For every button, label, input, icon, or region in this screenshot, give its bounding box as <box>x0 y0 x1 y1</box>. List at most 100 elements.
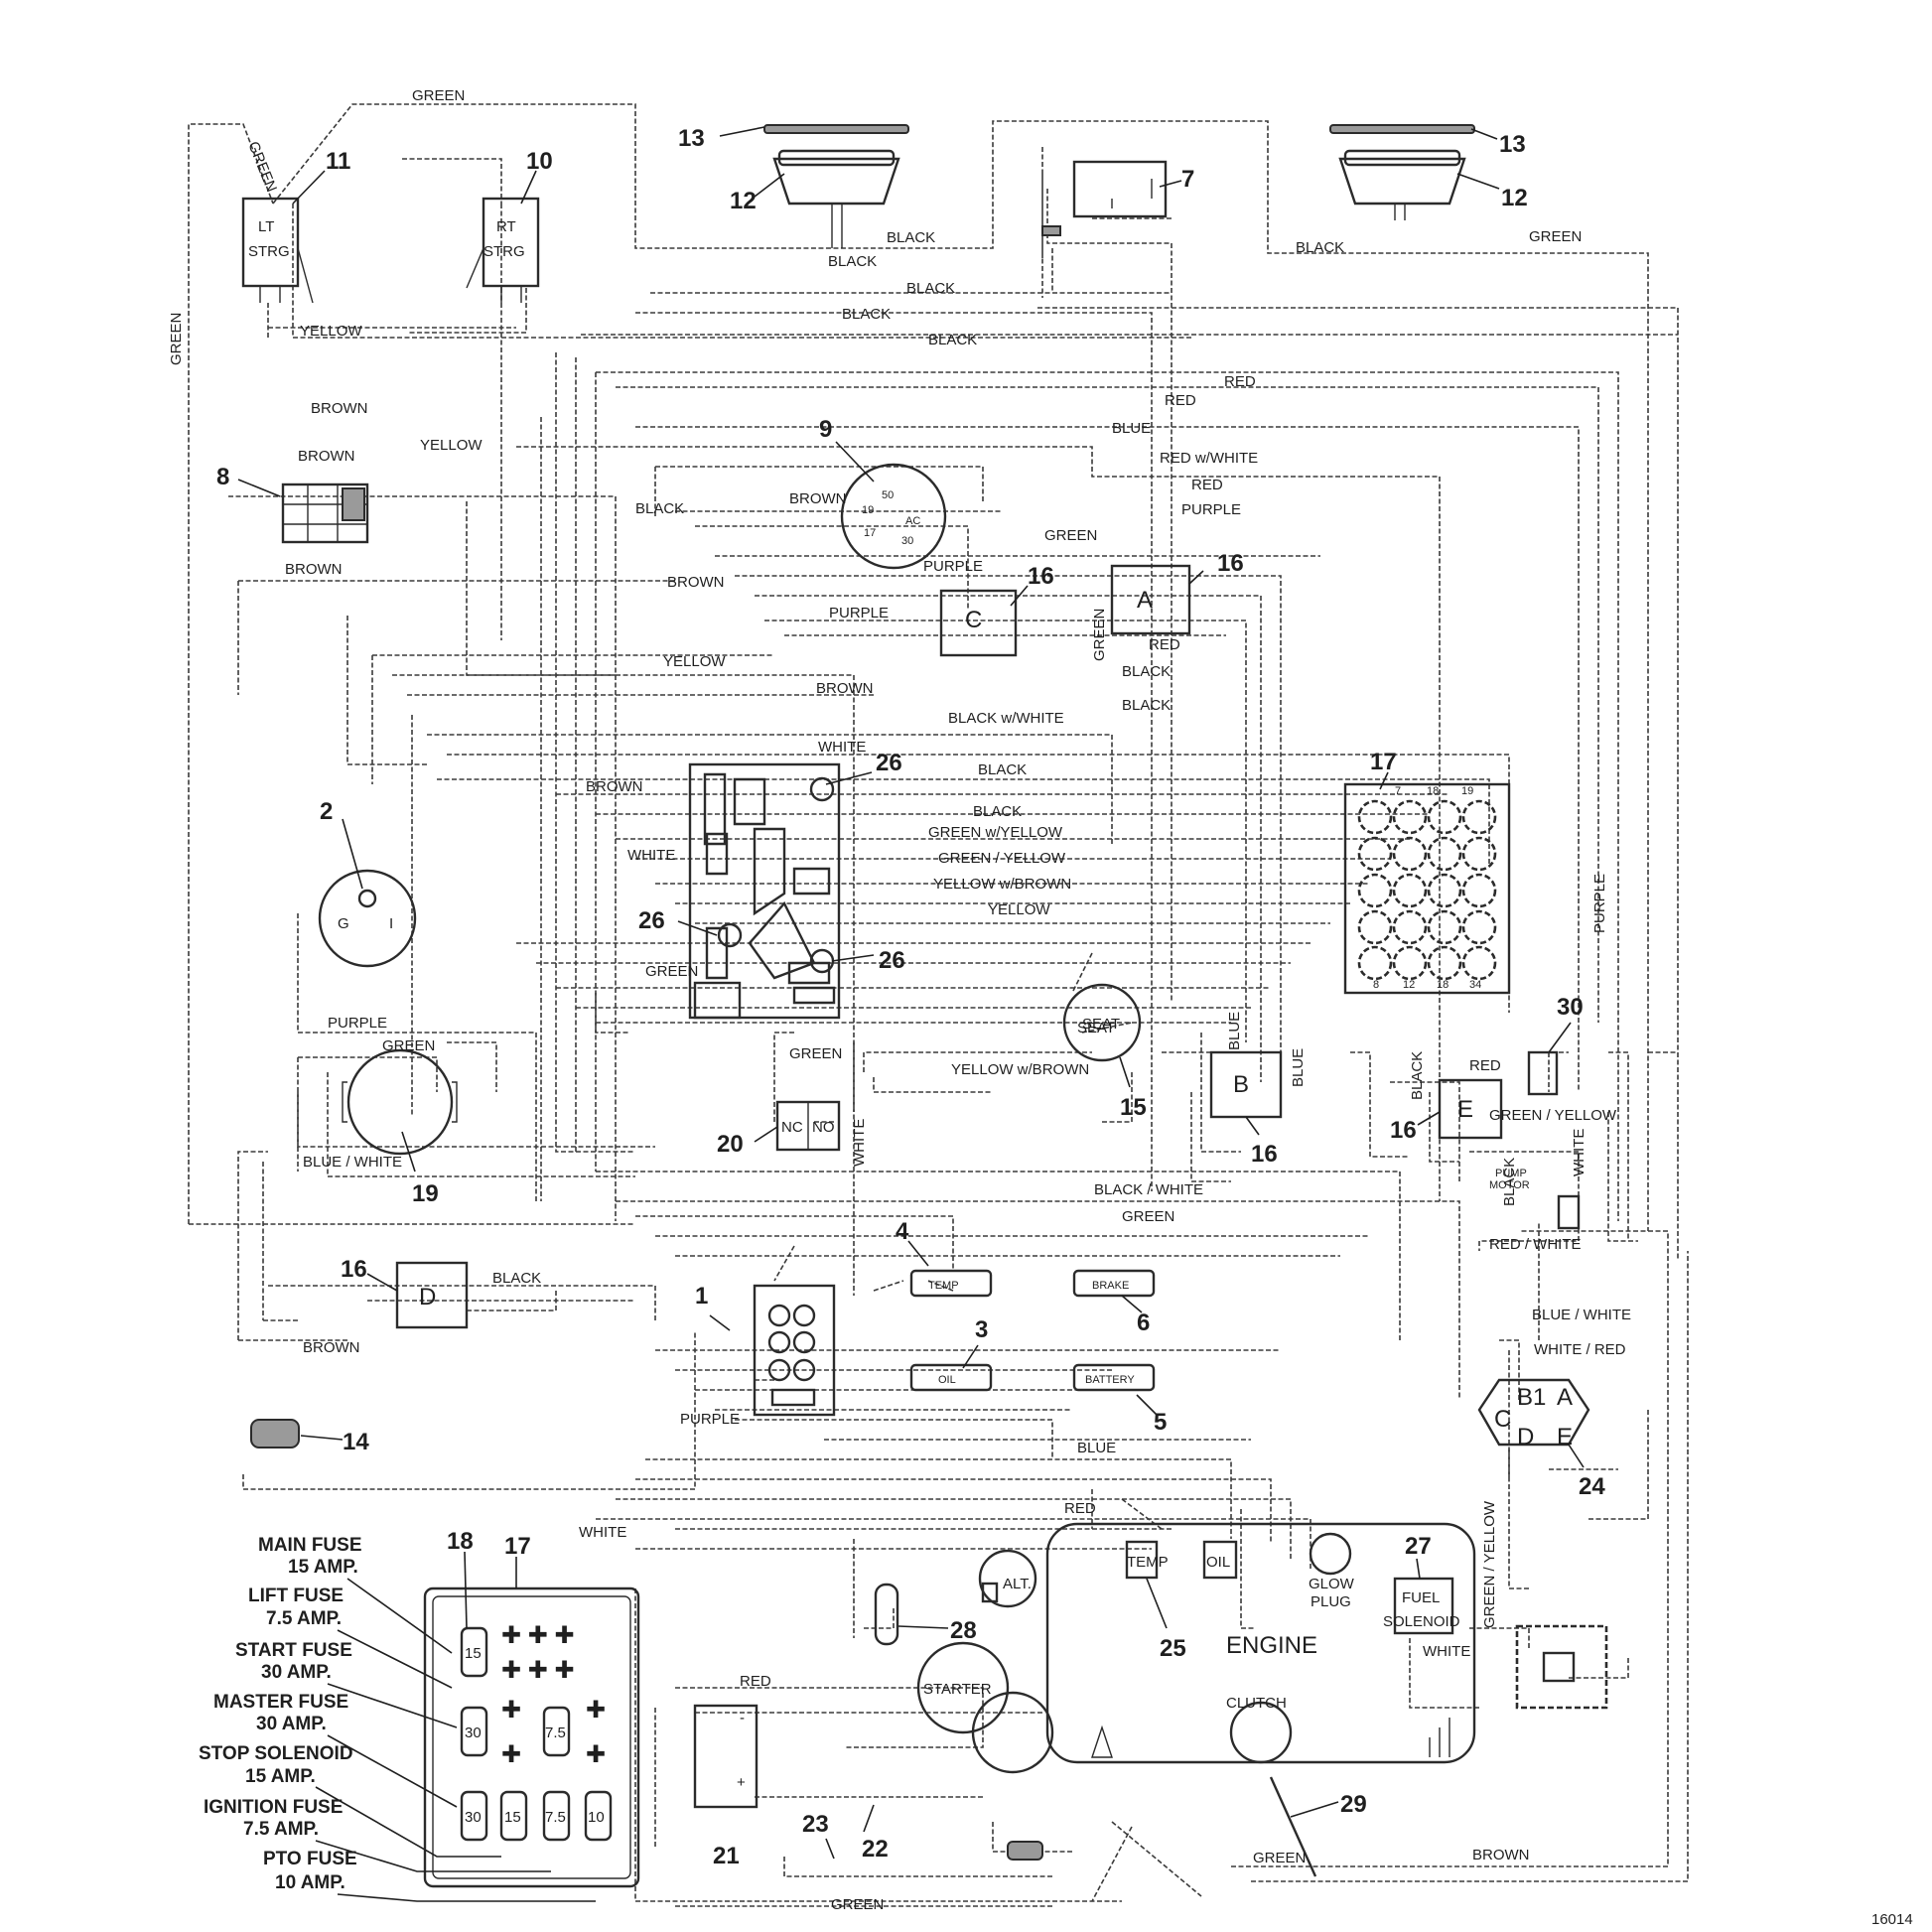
callout-number: 7 <box>1181 166 1194 193</box>
wire-label: WHITE <box>1423 1643 1470 1660</box>
svg-text:50: 50 <box>882 489 894 501</box>
wire-label: BLACK <box>1296 239 1344 256</box>
wire-label: BROWN <box>285 561 343 578</box>
connector-1 <box>753 1284 836 1417</box>
wire-label: GREEN <box>412 87 465 104</box>
wire-harness <box>188 103 1689 1907</box>
wire-label: GREEN / YELLOW <box>938 850 1066 867</box>
component-19 <box>342 1048 458 1156</box>
glow-plug-relay <box>1515 1624 1608 1710</box>
svg-text:TEMP: TEMP <box>928 1280 959 1292</box>
horn <box>250 1419 300 1449</box>
svg-text:G: G <box>338 915 349 932</box>
wire-label: GREEN w/YELLOW <box>928 824 1063 841</box>
wire-label: BLUE <box>1226 1012 1243 1050</box>
svg-text:LT: LT <box>258 218 274 235</box>
wire-label: BLUE <box>1290 1048 1307 1087</box>
wire-label: BROWN <box>816 680 874 697</box>
wire-label: BLACK / WHITE <box>1094 1181 1203 1198</box>
callout-number: 16 <box>1251 1141 1278 1168</box>
wire-label: BROWN <box>1472 1847 1530 1863</box>
svg-text:A: A <box>1557 1384 1573 1411</box>
fuse-name: STOP SOLENOID <box>199 1743 353 1764</box>
svg-text:E: E <box>1457 1096 1473 1123</box>
block-value: 8 <box>1373 979 1379 991</box>
callout-number: 10 <box>526 148 553 175</box>
relay-c: C <box>939 589 1018 657</box>
svg-text:D: D <box>1517 1424 1534 1450</box>
wire-label: BLACK <box>492 1270 541 1287</box>
wire-label: YELLOW <box>300 323 362 340</box>
relay-e: E <box>1438 1078 1503 1140</box>
block-value: 18 <box>1427 785 1439 797</box>
pump-motor <box>1557 1194 1581 1230</box>
wire-label: GREEN <box>1253 1850 1306 1866</box>
wire-label: BLACK <box>1501 1158 1518 1206</box>
wire-label: YELLOW <box>420 437 483 454</box>
wire-label: BROWN <box>789 490 847 507</box>
callout-number: 22 <box>862 1836 889 1863</box>
temp-lamp: TEMP <box>909 1269 993 1298</box>
svg-text:✚: ✚ <box>501 1697 521 1724</box>
callout-number: 8 <box>216 464 229 490</box>
wire-label-group: GREEN GREEN GREEN YELLOW BLACK BLACK BLA… <box>168 87 1631 1913</box>
fuse-rating: 15 AMP. <box>288 1557 358 1578</box>
wire-label: BLACK <box>828 253 877 270</box>
wire-label: RED / WHITE <box>1489 1236 1582 1253</box>
callout-number: 17 <box>1370 749 1397 775</box>
relay-d: D <box>395 1261 469 1329</box>
wire-label: GREEN <box>1122 1208 1174 1225</box>
callout-number: 14 <box>343 1429 369 1455</box>
svg-text:STRG: STRG <box>483 243 525 260</box>
wire-label: PURPLE <box>829 605 889 621</box>
callout-number: 17 <box>504 1533 531 1560</box>
wire-label: BLACK <box>1122 697 1171 714</box>
fuel-solenoid-label: FUEL <box>1402 1589 1440 1606</box>
svg-text:BATTERY: BATTERY <box>1085 1374 1135 1386</box>
wire-label: RED <box>1469 1057 1501 1074</box>
block-value: 19 <box>1461 785 1473 797</box>
hour-meter <box>1072 160 1168 218</box>
battery-lamp: BATTERY <box>1072 1363 1156 1392</box>
callout-number: 16 <box>1028 563 1054 590</box>
wire-label: BLUE / WHITE <box>1532 1307 1631 1323</box>
svg-text:C: C <box>1494 1406 1511 1433</box>
wire-label: GREEN <box>645 963 698 980</box>
wire-label: YELLOW <box>663 653 726 670</box>
engine-label: ENGINE <box>1226 1632 1317 1659</box>
battery: - + <box>693 1704 759 1809</box>
callout-number: 24 <box>1579 1473 1605 1500</box>
wire-label: YELLOW w/BROWN <box>933 876 1071 893</box>
lt-steering-switch: LT STRG <box>241 197 314 304</box>
wire-label: WHITE <box>1571 1129 1587 1176</box>
connector-8 <box>281 483 369 544</box>
headlight-right <box>1338 149 1466 220</box>
svg-text:B1: B1 <box>1517 1384 1546 1411</box>
svg-text:NO: NO <box>812 1119 835 1136</box>
svg-text:STRG: STRG <box>248 243 290 260</box>
wire-label: GREEN <box>1091 609 1108 661</box>
fuse-value: 10 <box>588 1809 605 1826</box>
headlight-lens-left <box>763 124 909 134</box>
callout-number: 13 <box>678 125 705 152</box>
callout-number: 3 <box>975 1316 988 1343</box>
fuse-name: IGNITION FUSE <box>204 1797 343 1818</box>
wire-label: GREEN / YELLOW <box>1489 1107 1617 1124</box>
starter <box>916 1641 1054 1774</box>
wire-label: GREEN <box>244 139 280 195</box>
clutch-label: CLUTCH <box>1226 1695 1287 1712</box>
fuse-block: ✚ ✚ ✚ ✚ ✚ ✚ ✚ ✚ ✚ ✚ <box>423 1587 640 1888</box>
fuse-value: 30 <box>465 1809 482 1826</box>
glow-plug-label-2: PLUG <box>1311 1593 1351 1610</box>
fuse-rating: 15 AMP. <box>245 1766 316 1787</box>
wire-label: BLUE <box>1077 1440 1116 1456</box>
callout-number: 23 <box>802 1811 829 1838</box>
wire-label: WHITE <box>579 1524 626 1541</box>
svg-text:SEAT: SEAT <box>1082 1016 1120 1033</box>
wire-label: BLUE / WHITE <box>303 1154 402 1171</box>
wire-label: YELLOW <box>988 901 1050 918</box>
relay-b: B <box>1209 1050 1283 1119</box>
block-value: 18 <box>1437 979 1449 991</box>
key-switch: 50 19 17 30 AC <box>840 463 947 570</box>
fuse-rating: 7.5 AMP. <box>266 1608 342 1629</box>
